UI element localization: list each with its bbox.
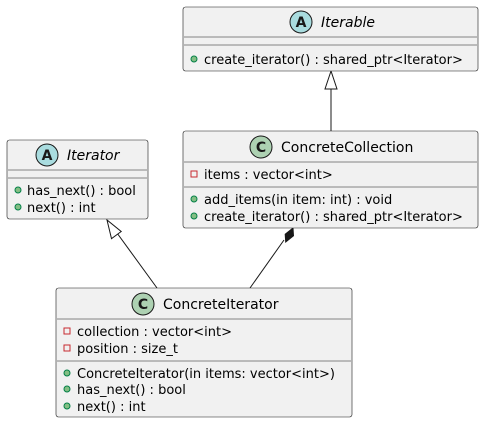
public-visibility-icon xyxy=(63,402,71,410)
public-visibility-icon xyxy=(14,186,22,194)
class-badge-icon xyxy=(249,135,273,159)
abstract-badge-letter: A xyxy=(42,148,53,164)
private-visibility-icon xyxy=(190,170,198,178)
public-visibility-icon xyxy=(190,195,198,203)
public-visibility-icon xyxy=(190,212,198,220)
class-box xyxy=(55,287,353,418)
class-iterator[interactable]: A Iterator has_next() : bool next() : in… xyxy=(6,139,149,220)
realization-arrowhead xyxy=(106,218,123,240)
method-create-iterator: create_iterator() : shared_ptr<Iterator> xyxy=(204,53,463,68)
class-name: Iterator xyxy=(67,148,121,164)
method-constructor: ConcreteIterator(in items: vector<int>) xyxy=(77,367,335,382)
class-box xyxy=(182,6,479,72)
public-visibility-icon xyxy=(14,203,22,211)
private-visibility-icon xyxy=(63,327,71,335)
relation-collection-realizes-iterable xyxy=(324,69,338,131)
method-add-items: add_items(in item: int) : void xyxy=(204,193,392,208)
field-collection: collection : vector<int> xyxy=(77,325,232,340)
class-iterable[interactable]: A Iterable create_iterator() : shared_pt… xyxy=(182,6,479,72)
abstract-badge-letter: A xyxy=(296,15,307,31)
public-visibility-icon xyxy=(63,369,71,377)
public-visibility-icon xyxy=(63,385,71,393)
realization-arrowhead xyxy=(324,69,338,90)
class-badge-letter: C xyxy=(256,140,266,156)
composition-line xyxy=(249,239,285,289)
public-visibility-icon xyxy=(190,55,198,63)
relation-iterator-realizes-iterator xyxy=(106,218,158,289)
method-has-next: has_next() : bool xyxy=(27,184,136,199)
field-items: items : vector<int> xyxy=(204,168,333,183)
method-next: next() : int xyxy=(77,400,146,415)
class-name: Iterable xyxy=(321,15,375,31)
method-has-next: has_next() : bool xyxy=(77,383,186,398)
class-name: ConcreteIterator xyxy=(163,297,279,313)
class-badge-icon xyxy=(131,292,155,316)
method-next: next() : int xyxy=(27,201,96,216)
relation-collection-composition xyxy=(249,227,295,289)
class-name: ConcreteCollection xyxy=(281,140,413,156)
abstract-badge-icon xyxy=(289,10,313,34)
class-concrete-collection[interactable]: C ConcreteCollection items : vector<int>… xyxy=(182,130,479,229)
class-badge-letter: C xyxy=(138,297,148,313)
class-concrete-iterator[interactable]: C ConcreteIterator collection : vector<i… xyxy=(55,287,353,418)
private-visibility-icon xyxy=(63,344,71,352)
method-create-iterator: create_iterator() : shared_ptr<Iterator> xyxy=(204,210,463,225)
composition-diamond xyxy=(284,227,295,243)
field-position: position : size_t xyxy=(77,342,178,357)
realization-line xyxy=(116,232,158,289)
abstract-badge-icon xyxy=(35,143,59,167)
